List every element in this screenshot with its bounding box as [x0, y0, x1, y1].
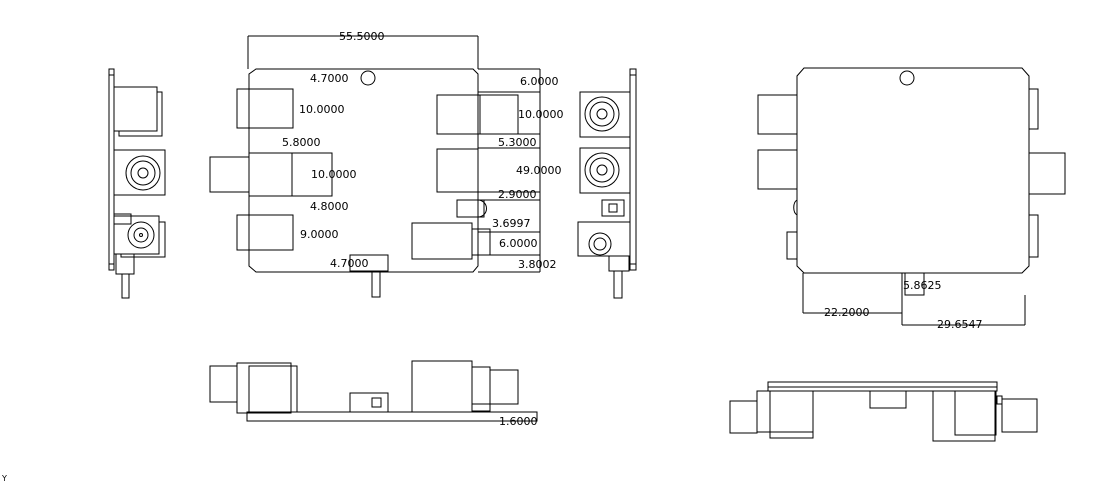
- front-view: [209, 360, 538, 422]
- dim-right-2: 10.0000: [518, 108, 564, 121]
- bottom-view: [757, 67, 1066, 326]
- top-view: [209, 35, 541, 298]
- dim-left-5: 4.8000: [310, 200, 349, 213]
- dim-thickness: 1.6000: [499, 415, 538, 428]
- dim-left-6: 9.0000: [300, 228, 339, 241]
- dim-left-1: 4.7000: [310, 72, 349, 85]
- dim-offset-b: 22.2000: [824, 306, 870, 319]
- dimension-labels: 55.5000 4.7000 10.0000 5.8000 10.0000 4.…: [1, 30, 983, 481]
- dim-overall-width: 55.5000: [339, 30, 385, 43]
- dim-right-4: 49.0000: [516, 164, 562, 177]
- dim-right-3: 5.3000: [498, 136, 537, 149]
- corner-mark: Y: [1, 474, 7, 481]
- dim-right-5: 2.9000: [498, 188, 537, 201]
- dim-right-6: 3.6997: [492, 217, 531, 230]
- dim-offset-a: 5.8625: [903, 279, 942, 292]
- dim-offset-c: 29.6547: [937, 318, 983, 331]
- right-side-view: [577, 68, 637, 299]
- side-view-bottom-right: [729, 381, 1038, 442]
- dim-left-4: 10.0000: [311, 168, 357, 181]
- dim-right-7: 6.0000: [499, 237, 538, 250]
- left-side-view: [108, 68, 166, 299]
- dim-right-8: 3.8002: [518, 258, 557, 271]
- dim-right-1: 6.0000: [520, 75, 559, 88]
- dim-left-7: 4.7000: [330, 257, 369, 270]
- dim-left-3: 5.8000: [282, 136, 321, 149]
- dim-left-2: 10.0000: [299, 103, 345, 116]
